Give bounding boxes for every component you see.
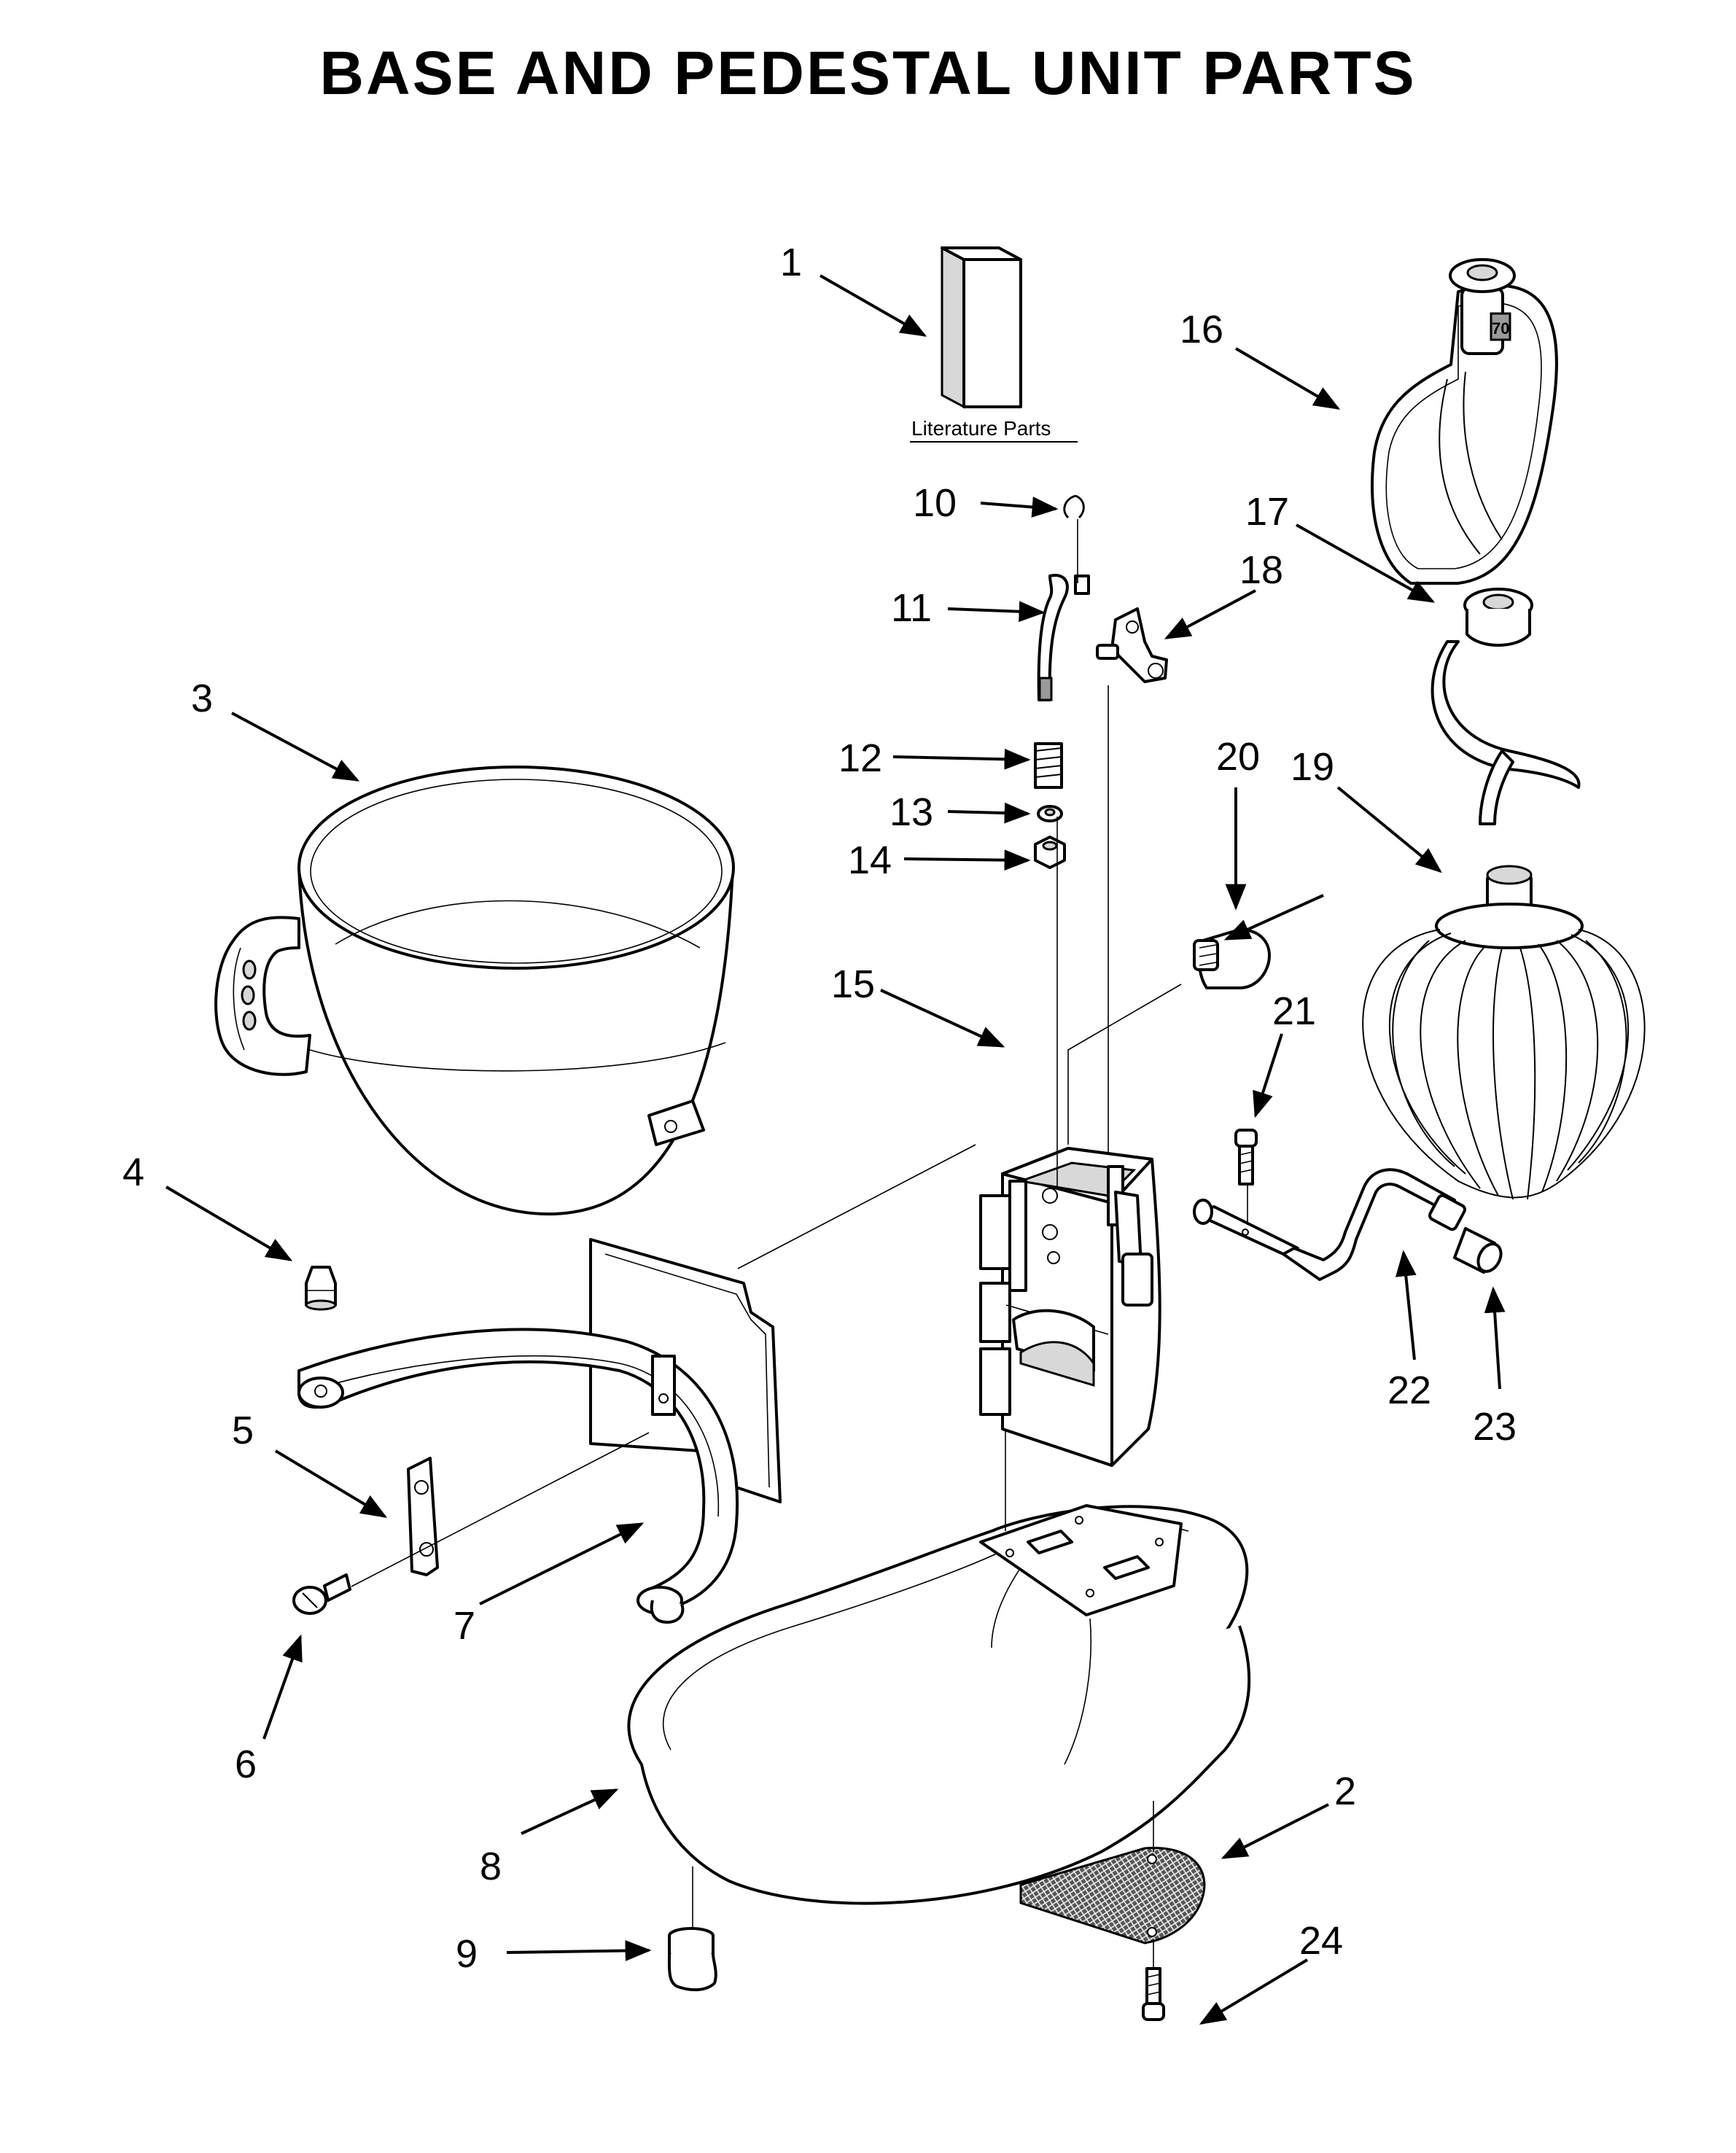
pedestal-screw-part bbox=[1234, 1129, 1258, 1185]
flat-beater-part: 70 bbox=[1371, 258, 1558, 585]
callout-24: 24 bbox=[1299, 1919, 1343, 1963]
callout-3: 3 bbox=[191, 677, 213, 720]
assembly-lines bbox=[351, 519, 1248, 1969]
callout-8: 8 bbox=[480, 1845, 502, 1888]
dough-hook-part bbox=[1431, 588, 1581, 825]
crank-handle-part bbox=[1193, 1168, 1466, 1281]
foot-pad-part bbox=[1019, 1846, 1206, 1944]
callout-16: 16 bbox=[1180, 308, 1223, 351]
bowl-pin-part bbox=[305, 1266, 337, 1311]
literature-caption: Literature Parts bbox=[911, 417, 1051, 440]
nut-part bbox=[1034, 836, 1066, 869]
callout-23: 23 bbox=[1473, 1405, 1517, 1449]
spring-part bbox=[1034, 742, 1063, 789]
callout-12: 12 bbox=[838, 736, 882, 780]
callout-labels: 1 2 3 4 5 6 7 8 9 10 11 12 13 14 15 16 1… bbox=[122, 241, 1517, 1976]
beater-marking: 70 bbox=[1492, 319, 1509, 338]
screw-part bbox=[292, 1573, 351, 1615]
callout-2: 2 bbox=[1334, 1769, 1356, 1813]
callout-18: 18 bbox=[1239, 548, 1283, 592]
foot-pad-screw-part bbox=[1142, 1967, 1165, 2021]
base-part bbox=[627, 1504, 1251, 1905]
lift-rod-part bbox=[1037, 574, 1090, 701]
callout-11: 11 bbox=[891, 586, 932, 630]
crank-knob-part bbox=[1453, 1227, 1503, 1274]
lock-lever-part bbox=[1096, 607, 1168, 683]
callout-9: 9 bbox=[456, 1932, 478, 1976]
foot-part bbox=[667, 1927, 717, 1992]
callout-13: 13 bbox=[890, 790, 933, 834]
literature-parts-booklet: Literature Parts bbox=[910, 246, 1078, 443]
callout-15: 15 bbox=[831, 962, 875, 1006]
bracket-part bbox=[407, 1457, 439, 1576]
callout-1: 1 bbox=[780, 241, 802, 284]
callout-21: 21 bbox=[1272, 989, 1316, 1033]
lock-knob-part bbox=[1193, 928, 1271, 989]
callout-4: 4 bbox=[122, 1151, 144, 1194]
callout-arrows bbox=[165, 274, 1506, 2025]
callout-5: 5 bbox=[232, 1409, 254, 1452]
callout-17: 17 bbox=[1245, 490, 1289, 534]
mixing-bowl-part bbox=[214, 766, 735, 1216]
wire-whip-part bbox=[1362, 865, 1646, 1200]
callout-22: 22 bbox=[1387, 1369, 1431, 1412]
callout-19: 19 bbox=[1291, 745, 1334, 789]
callout-14: 14 bbox=[848, 838, 892, 882]
pedestal-column-part bbox=[979, 1147, 1161, 1467]
bowl-support-part bbox=[297, 1238, 782, 1624]
callout-7: 7 bbox=[454, 1604, 475, 1648]
callout-20: 20 bbox=[1216, 735, 1260, 779]
page-title: BASE AND PEDESTAL UNIT PARTS bbox=[319, 39, 1417, 107]
washer-part bbox=[1037, 805, 1063, 822]
callout-6: 6 bbox=[235, 1743, 257, 1786]
hook-part bbox=[1063, 494, 1085, 519]
callout-10: 10 bbox=[913, 481, 957, 525]
